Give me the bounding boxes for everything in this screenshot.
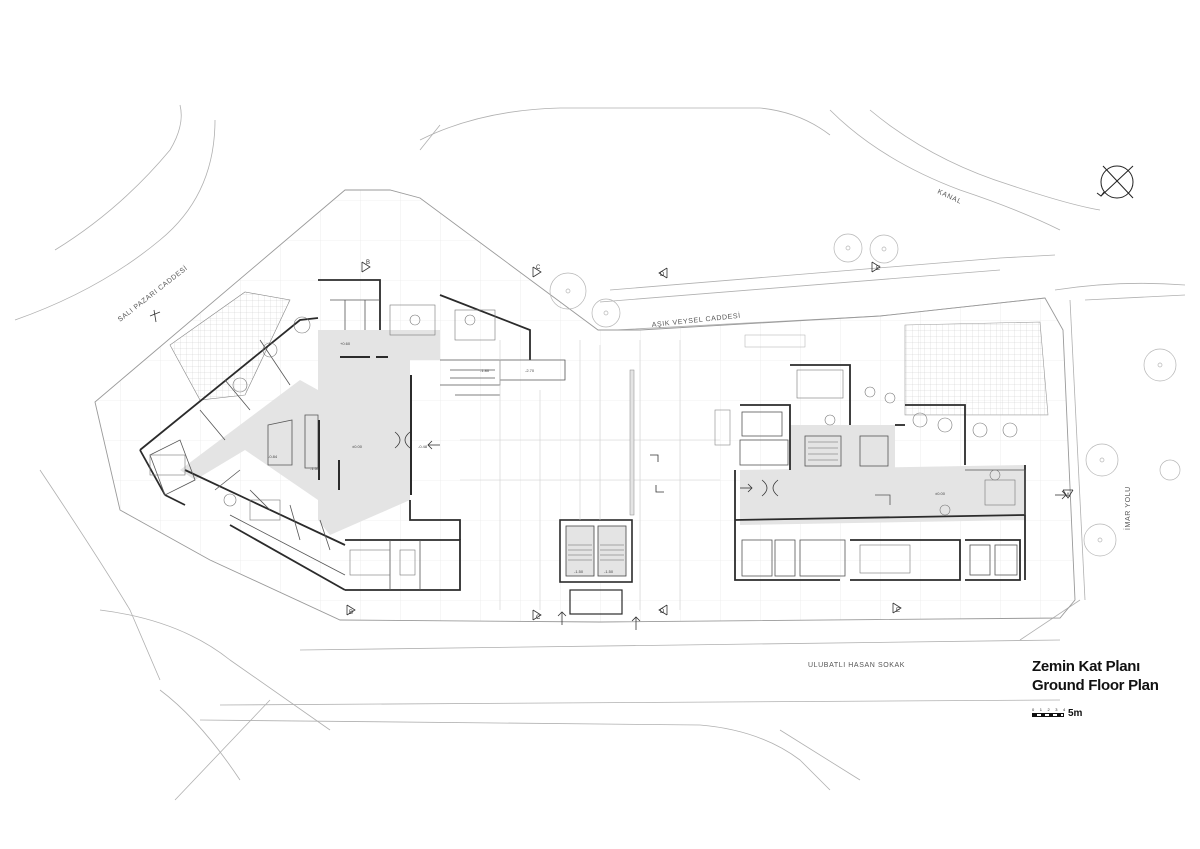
- central-core: [460, 340, 720, 630]
- level-core-left: -1.50: [574, 569, 584, 574]
- level-upper: +0.60: [340, 341, 351, 346]
- section-label-e-bottom: E: [896, 608, 900, 614]
- street-label-ulubatli: ULUBATLI HASAN SOKAK: [808, 662, 905, 669]
- level-left-low: -0.84: [268, 454, 278, 459]
- section-label-d-bottom: D: [660, 609, 665, 615]
- section-label-d-top: D: [660, 272, 665, 278]
- left-building: [139, 279, 566, 591]
- section-label-b-bottom: B: [349, 610, 353, 616]
- level-terrace: -2.70: [525, 368, 535, 373]
- section-label-c-bottom: C: [536, 615, 541, 621]
- street-label-imar-yolu: İMAR YOLU: [1123, 486, 1132, 530]
- section-label-b-top: B: [366, 260, 370, 266]
- right-building: [714, 321, 1067, 581]
- street-label-kanal: KANAL: [936, 188, 962, 205]
- section-label-e-top: E: [876, 266, 880, 272]
- scale-bar-graphic: [1032, 713, 1064, 717]
- level-core-right: -1.50: [604, 569, 614, 574]
- scale-bar: 0 1 2 3 4 5m: [1032, 707, 1092, 723]
- section-label-a: A: [1066, 493, 1070, 499]
- north-arrow-icon: [1096, 165, 1134, 199]
- level-right-hall: ±0.00: [935, 491, 946, 496]
- plan-title-turkish: Zemin Kat Planı: [1032, 658, 1141, 675]
- level-main-hall: ±0.00: [352, 444, 363, 449]
- section-markers: [149, 261, 1074, 621]
- trees: [549, 233, 1181, 557]
- scale-ticks: 0 1 2 3 4: [1032, 707, 1068, 712]
- section-label-c-top: C: [536, 265, 541, 271]
- scale-label: 5m: [1068, 708, 1083, 719]
- level-ramp: -0.48: [418, 444, 428, 449]
- plan-title-english: Ground Floor Plan: [1032, 677, 1159, 694]
- site-context: [14, 104, 1186, 801]
- level-stair: -1.80: [480, 368, 490, 373]
- level-lower: -1.50: [310, 466, 320, 471]
- street-label-sali-pazari: SALI PAZARI CADDESİ: [116, 263, 190, 323]
